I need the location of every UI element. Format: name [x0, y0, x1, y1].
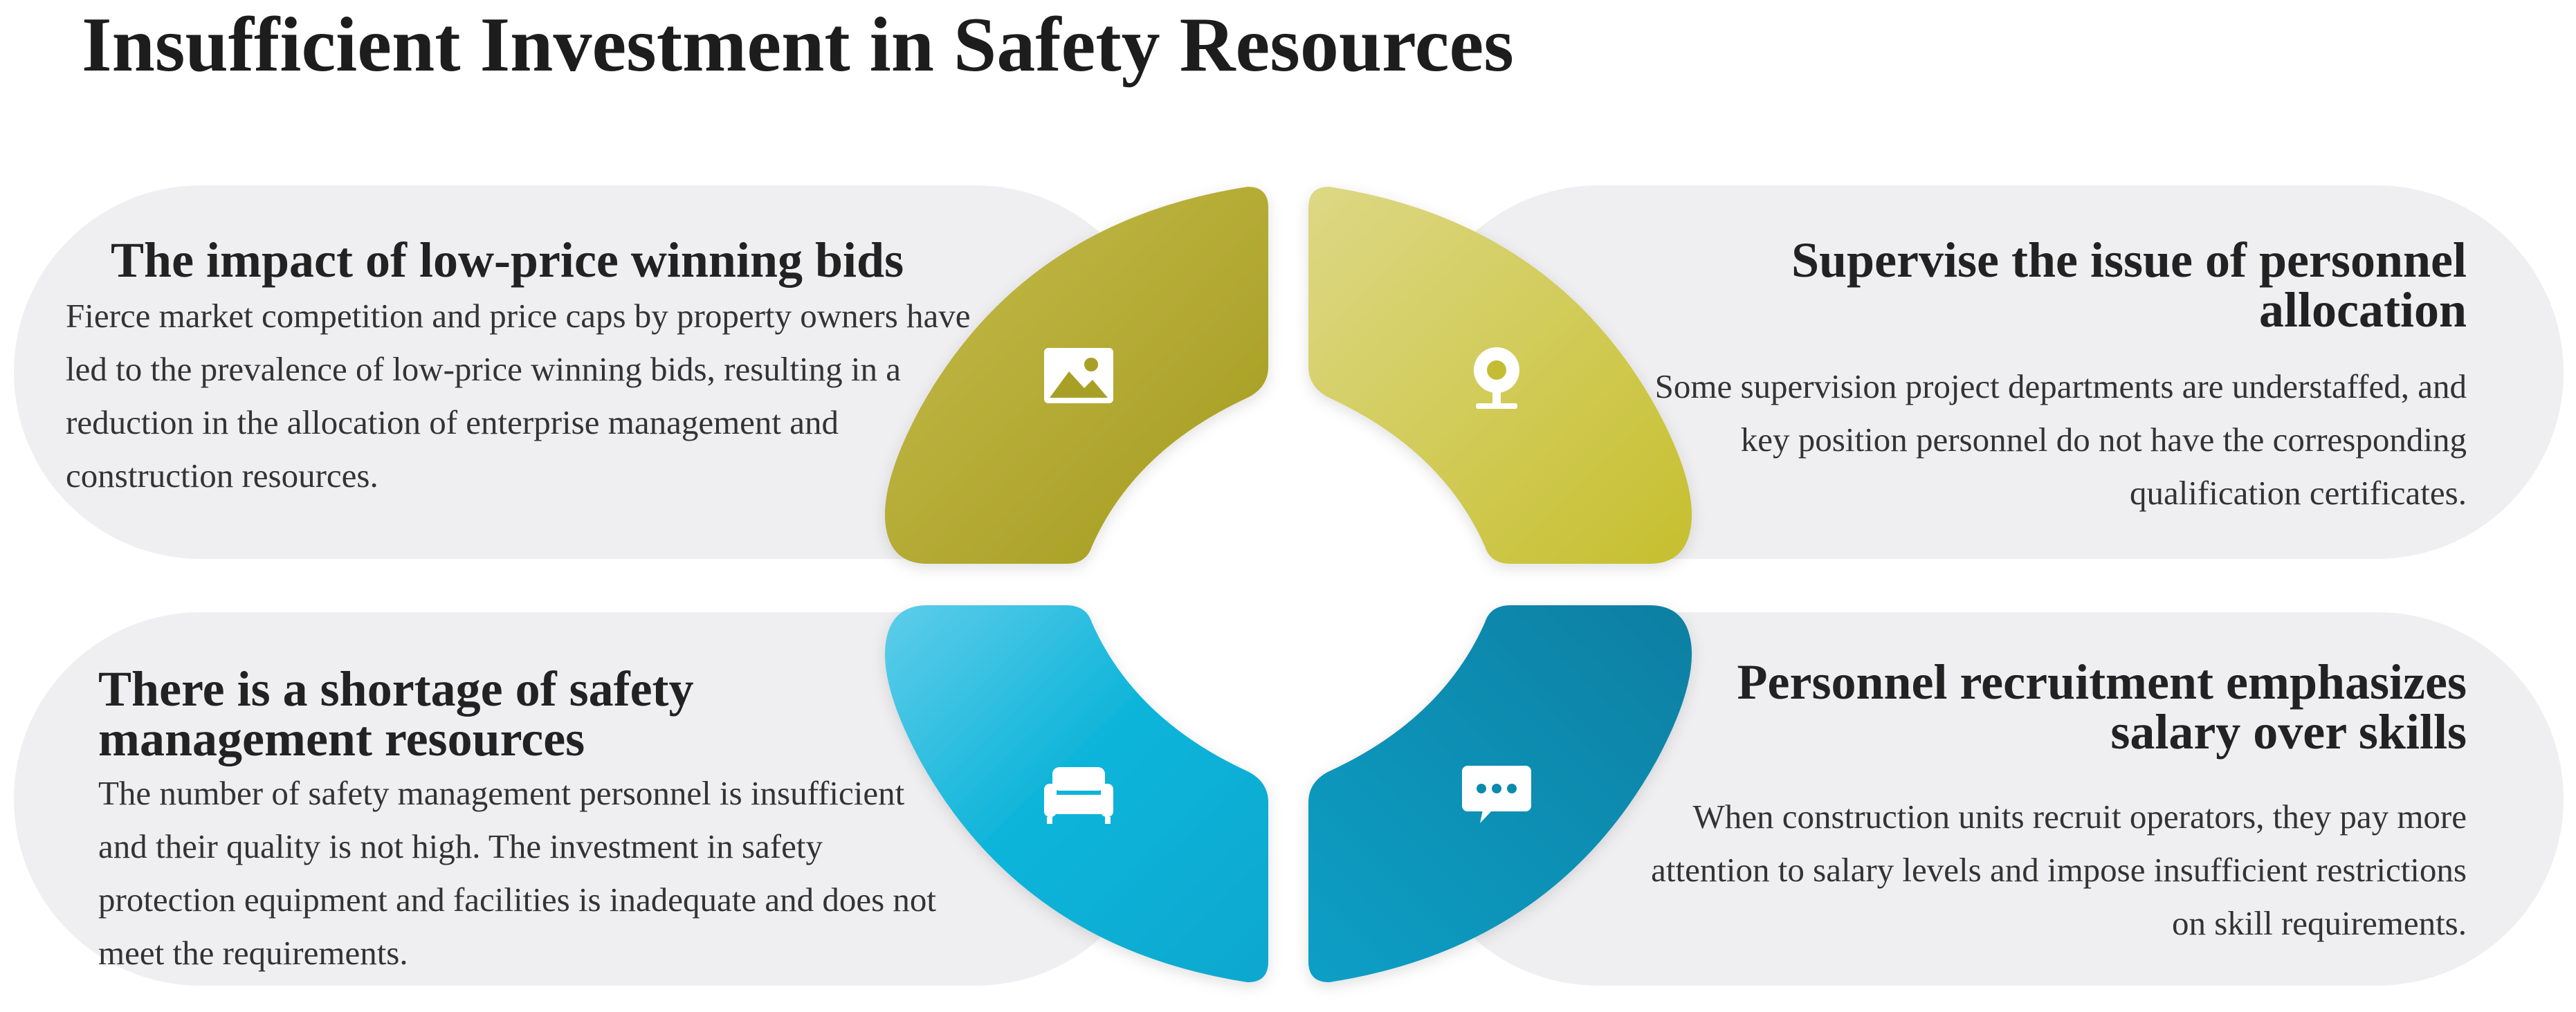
card-heading: The impact of low-price winning bids: [111, 232, 904, 288]
card-body: When construction units recruit operator…: [1651, 798, 2467, 942]
card-body: Fierce market competition and price caps…: [66, 297, 971, 495]
card-low-price-bids: The impact of low-price winning bids Fie…: [66, 235, 979, 502]
card-heading: Personnel recruitment emphasizes salary …: [1737, 654, 2467, 760]
card-safety-resources-shortage: There is a shortage of safety management…: [98, 664, 956, 979]
card-body: Some supervision project departments are…: [1654, 367, 2467, 512]
chat-bubble-icon: [1462, 766, 1531, 823]
card-heading: Supervise the issue of personnel allocat…: [1791, 232, 2467, 338]
image-icon: [1044, 348, 1113, 403]
sofa-icon: [1044, 767, 1113, 824]
card-body: The number of safety management personne…: [98, 774, 937, 972]
card-recruitment-salary: Personnel recruitment emphasizes salary …: [1650, 657, 2467, 950]
card-heading: There is a shortage of safety management…: [98, 661, 694, 766]
page-title: Insufficient Investment in Safety Resour…: [82, 2, 1514, 88]
quadrant-bottom-left: [884, 605, 1268, 982]
webcam-icon: [1474, 347, 1519, 409]
card-personnel-allocation: Supervise the issue of personnel allocat…: [1650, 235, 2467, 519]
